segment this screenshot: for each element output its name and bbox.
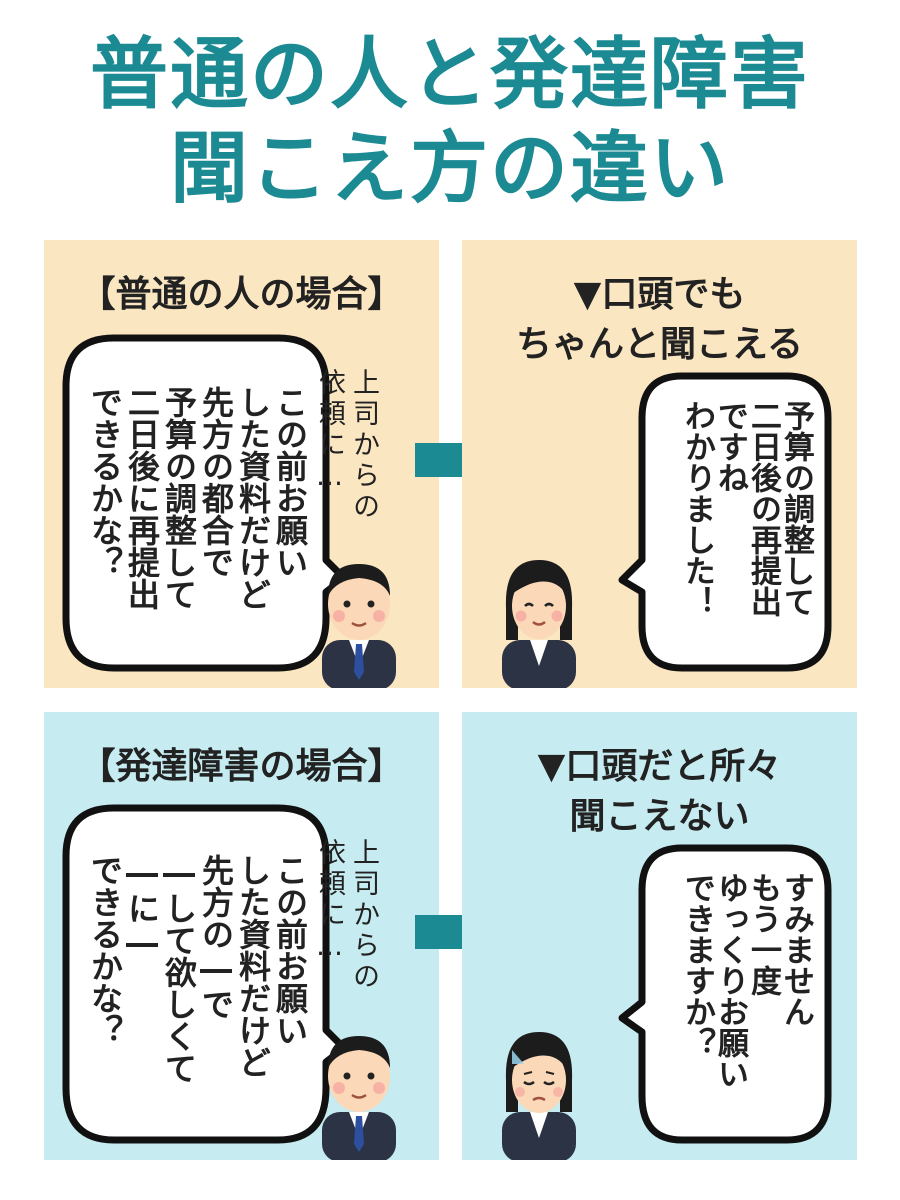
panel-normal-boss: 【普通の人の場合】 この前お願い した資料だけど 先方の都合で 予算の調整して … [44, 240, 439, 688]
speech-bubble-shape [618, 372, 832, 672]
panel-dev-boss: 【発達障害の場合】 この前お願い した資料だけど 先方の―で ―して欲しくて ―… [44, 712, 439, 1160]
title-line-2: 聞こえ方の違い [169, 124, 730, 214]
panel-heading: ▼口頭だと所々 聞こえない [537, 746, 782, 837]
page-title: 普通の人と発達障害 聞こえ方の違い [0, 28, 900, 216]
woman-suit-worried-icon [502, 1032, 576, 1160]
panel-heading: 【普通の人の場合】 [79, 274, 404, 315]
speech-bubble-shape [62, 804, 348, 1144]
narration-text: 上司からの 依頼に… [314, 838, 379, 993]
man-suit-icon [322, 1036, 396, 1160]
woman-suit-smiling-icon [502, 560, 576, 688]
speech-text: 予算の調整して 二日後の再提出 ですね わかりました！ [679, 400, 814, 617]
panel-dev-reply: ▼口頭だと所々 聞こえない すみません もう一度 ゆっくりお願い できますか？ [462, 712, 857, 1160]
panel-heading: ▼口頭でも ちゃんと聞こえる [516, 274, 803, 365]
speech-text: すみません もう一度 ゆっくりお願い できますか？ [679, 872, 814, 1089]
speech-bubble-shape [618, 844, 832, 1144]
panel-normal-reply: ▼口頭でも ちゃんと聞こえる 予算の調整して 二日後の再提出 ですね わかりまし… [462, 240, 857, 688]
panel-heading: 【発達障害の場合】 [79, 746, 404, 787]
speech-bubble-shape [62, 334, 348, 672]
title-line-1: 普通の人と発達障害 [89, 30, 810, 120]
narration-text: 上司からの 依頼に… [314, 368, 379, 523]
speech-text: この前お願い した資料だけど 先方の―で ―して欲しくて ―に― できるかな？ [86, 854, 309, 1084]
speech-text: この前お願い した資料だけど 先方の都合で 予算の調整して 二日後に再提出 でき… [86, 386, 309, 610]
man-suit-icon [322, 564, 396, 688]
